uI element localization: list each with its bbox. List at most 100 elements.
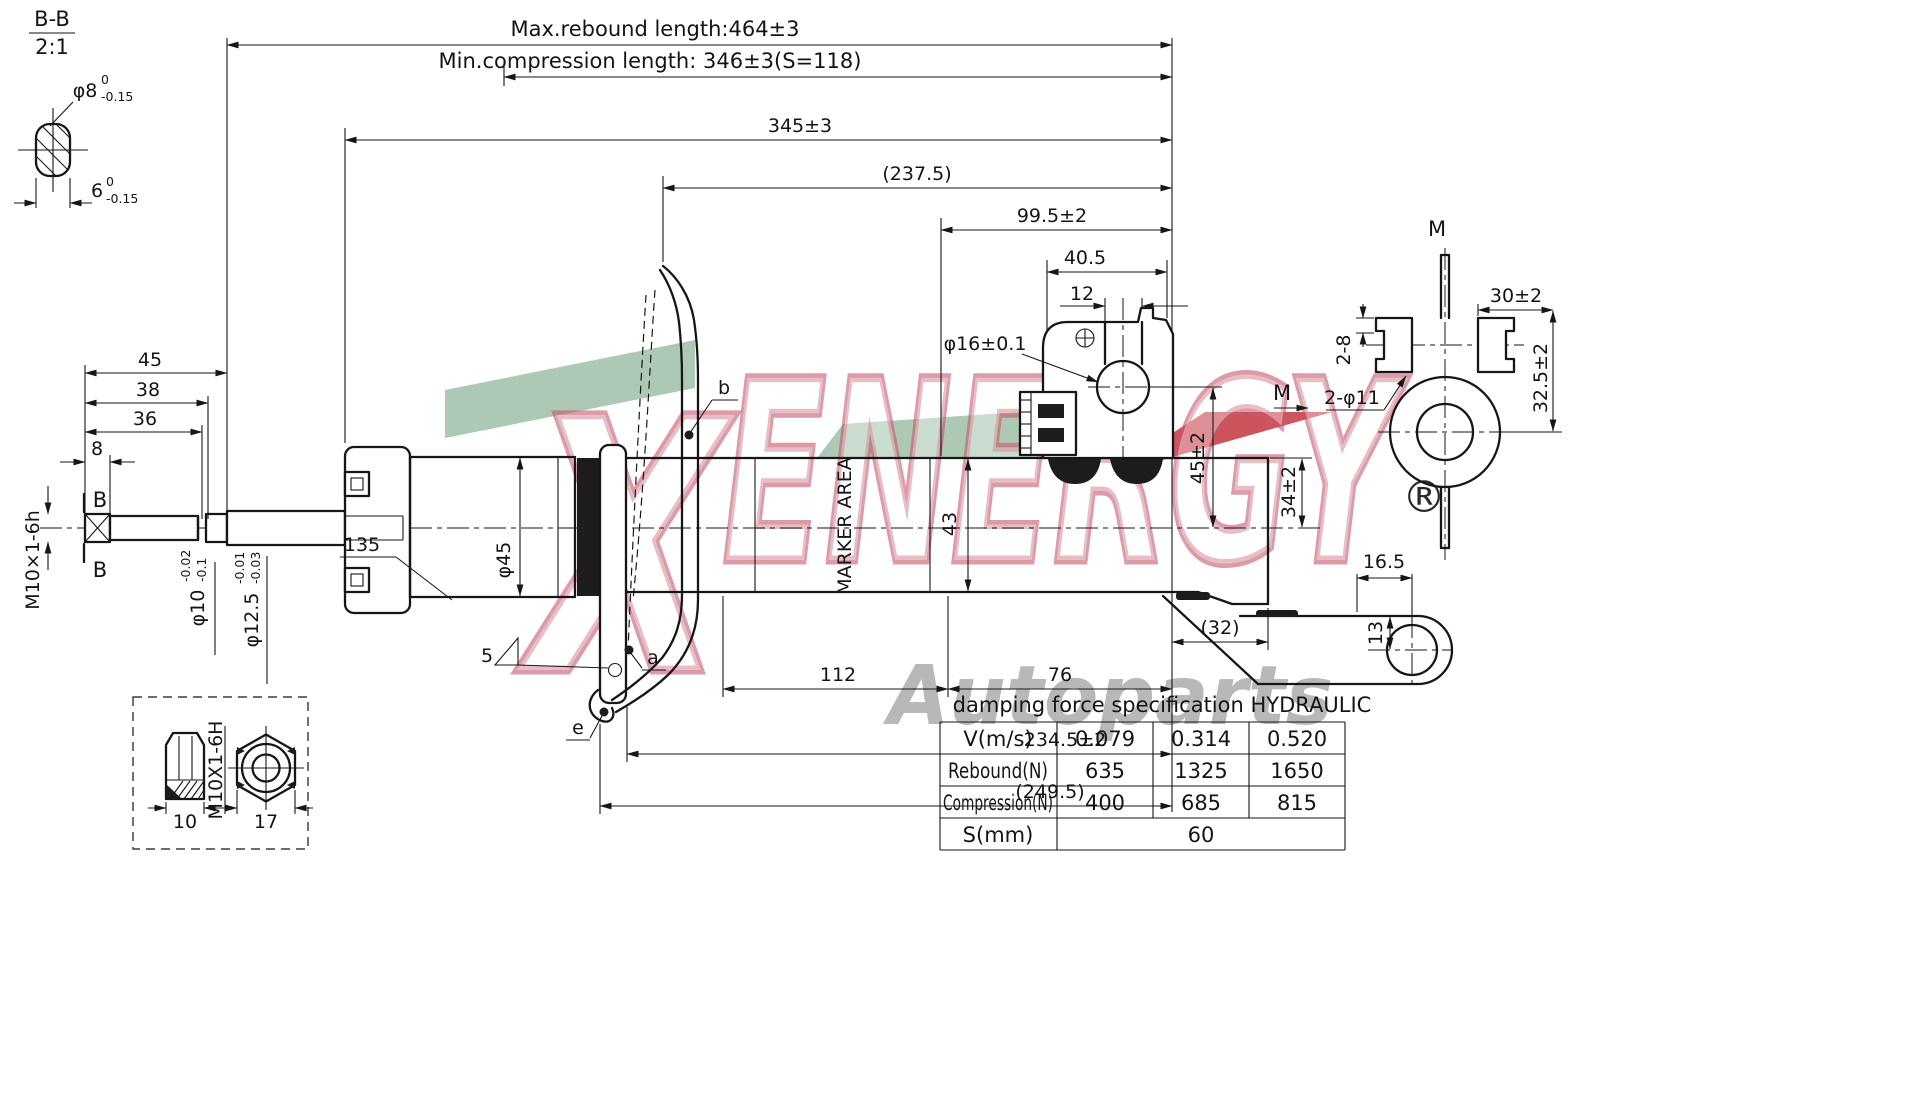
cell-value: 685 bbox=[1181, 791, 1221, 815]
dim-40: 40.5 bbox=[1064, 247, 1106, 269]
dim-165: 16.5 bbox=[1363, 551, 1405, 573]
nut-corner-chamfers bbox=[237, 747, 295, 789]
dim-dia16: φ16±0.1 bbox=[944, 333, 1027, 355]
dim-dia10: φ10 bbox=[187, 590, 209, 627]
clamp-weld-right bbox=[1110, 459, 1163, 484]
mount-notch-top bbox=[343, 470, 371, 498]
mount-notch-top-inner bbox=[350, 477, 364, 491]
dim-99: 99.5±2 bbox=[1017, 205, 1087, 227]
dim-13: 13 bbox=[1365, 621, 1387, 645]
dia10-label-group: φ10 -0.02 -0.1 bbox=[178, 550, 209, 627]
mount-notch-bottom bbox=[343, 566, 371, 594]
dim-dia8-tol-upper: 0 bbox=[101, 72, 109, 87]
dim-rod-45: 45 bbox=[138, 349, 162, 371]
m-ring-outer bbox=[1388, 375, 1502, 489]
nut-side-view bbox=[164, 731, 206, 801]
section-bb-detail: B-B 2:1 φ8 0 -0.15 6 0 -0.15 bbox=[14, 7, 138, 208]
row-label: Compression(N) bbox=[943, 791, 1053, 815]
m-ring-inner bbox=[1415, 402, 1475, 462]
section-letter-bottom: B bbox=[93, 558, 107, 582]
dim-rod-36: 36 bbox=[133, 408, 157, 430]
section-letter-top: B bbox=[93, 488, 107, 512]
taper-flag-circle bbox=[607, 662, 623, 678]
thread-x2 bbox=[84, 513, 111, 543]
taper-flag-icon bbox=[493, 636, 519, 666]
dia16-leader bbox=[1021, 353, 1099, 383]
dim-rod-8: 8 bbox=[91, 438, 103, 460]
connector-ladder bbox=[1020, 392, 1032, 455]
weld-bead-2 bbox=[1256, 610, 1298, 617]
m-block-left bbox=[1374, 316, 1414, 374]
dim-2dia11: 2-φ11 bbox=[1324, 387, 1380, 409]
dim-135-leader bbox=[395, 556, 453, 601]
housing-left-edge bbox=[610, 268, 684, 702]
label-a-leader bbox=[629, 651, 643, 669]
row-label: Rebound(N) bbox=[948, 759, 1048, 783]
view-m-title: M bbox=[1428, 217, 1446, 241]
upper-mount-assembly: φ45 bbox=[343, 443, 628, 723]
registered-mark-icon: ® bbox=[1402, 472, 1446, 523]
nut-thread-label: M10X1-6H bbox=[205, 721, 227, 820]
cell-value: 60 bbox=[1188, 823, 1215, 847]
view-m: M 30±2 32.5±2 2-8 2-φ11 bbox=[1324, 217, 1562, 560]
table-row-compression: Compression(N) 400 685 815 bbox=[943, 791, 1317, 815]
strut-housing: b a e 135 5 bbox=[340, 264, 738, 741]
mount-notch-bottom-inner bbox=[350, 573, 364, 587]
housing-right-edge bbox=[614, 264, 700, 714]
dim-325: 32.5±2 bbox=[1530, 343, 1552, 413]
dim-32: (32) bbox=[1200, 617, 1239, 639]
max-rebound-label: Max.rebound length:464±3 bbox=[510, 17, 799, 41]
nut-dim-17: 17 bbox=[254, 811, 278, 833]
label-e-leader bbox=[589, 713, 604, 739]
label-b-dot bbox=[684, 430, 694, 440]
dia125-label-group: φ12.5 -0.01 -0.03 bbox=[232, 552, 263, 648]
table-row-velocity: V(m/s) 0.079 0.314 0.520 bbox=[963, 727, 1327, 751]
dia8-leader bbox=[49, 101, 74, 127]
table-grid bbox=[939, 721, 1346, 851]
rod-collar bbox=[204, 512, 229, 544]
dim-dia125-tol-dn: -0.03 bbox=[248, 552, 263, 584]
watermark-autoparts-text: Autoparts bbox=[882, 649, 1333, 744]
section-bb-title: B-B bbox=[34, 7, 70, 31]
dim-12: 12 bbox=[1070, 283, 1094, 305]
table-row-stroke: S(mm) 60 bbox=[963, 823, 1215, 847]
clamp-weld-left bbox=[1048, 459, 1101, 484]
housing-hidden-edge-1 bbox=[632, 289, 656, 601]
row-label: S(mm) bbox=[963, 823, 1034, 847]
nut-insert-hatch bbox=[169, 780, 205, 800]
red-swoosh bbox=[1128, 412, 1332, 462]
dim-dia8-tol-lower: -0.15 bbox=[101, 89, 133, 104]
view-m-arrow-label: M bbox=[1273, 381, 1291, 405]
dim-width6: 6 bbox=[91, 180, 103, 202]
rod-shank bbox=[108, 514, 200, 542]
dim-rod-38: 38 bbox=[136, 379, 160, 401]
upper-bracket: φ16±0.1 45±2 bbox=[944, 298, 1222, 528]
label-a-dot bbox=[624, 645, 634, 655]
cell-value: 1650 bbox=[1270, 759, 1323, 783]
dim-34: 34±2 bbox=[1278, 466, 1300, 518]
section-bb-scale: 2:1 bbox=[35, 35, 69, 59]
dim-28: 2-8 bbox=[1333, 334, 1355, 365]
cell-value: 0.079 bbox=[1075, 727, 1135, 751]
dim-width6-tol-upper: 0 bbox=[106, 174, 114, 189]
weld-bead-1 bbox=[1176, 592, 1210, 600]
label-e: e bbox=[572, 717, 584, 739]
housing-hidden-edge-2 bbox=[627, 294, 647, 651]
damping-force-table: damping force specification HYDRAULIC V(… bbox=[939, 693, 1372, 851]
table-title: damping force specification HYDRAULIC bbox=[953, 693, 1372, 717]
spring-seat-plate bbox=[598, 443, 628, 705]
nut-dim-10: 10 bbox=[173, 811, 197, 833]
dim-45v: 45±2 bbox=[1187, 432, 1209, 484]
seat-foot-curl bbox=[588, 688, 615, 723]
dim-112: 112 bbox=[820, 664, 856, 686]
label-b: b bbox=[718, 377, 730, 399]
dim-dia125-tol-up: -0.01 bbox=[232, 552, 247, 584]
dim-234: 234.5±2 bbox=[1024, 729, 1106, 751]
dim-dia10-tol-dn: -0.1 bbox=[194, 558, 209, 582]
label-b-leader bbox=[689, 399, 713, 434]
dim-237: (237.5) bbox=[882, 163, 951, 185]
cell-value: 400 bbox=[1085, 791, 1125, 815]
dim-76: 76 bbox=[1048, 664, 1072, 686]
